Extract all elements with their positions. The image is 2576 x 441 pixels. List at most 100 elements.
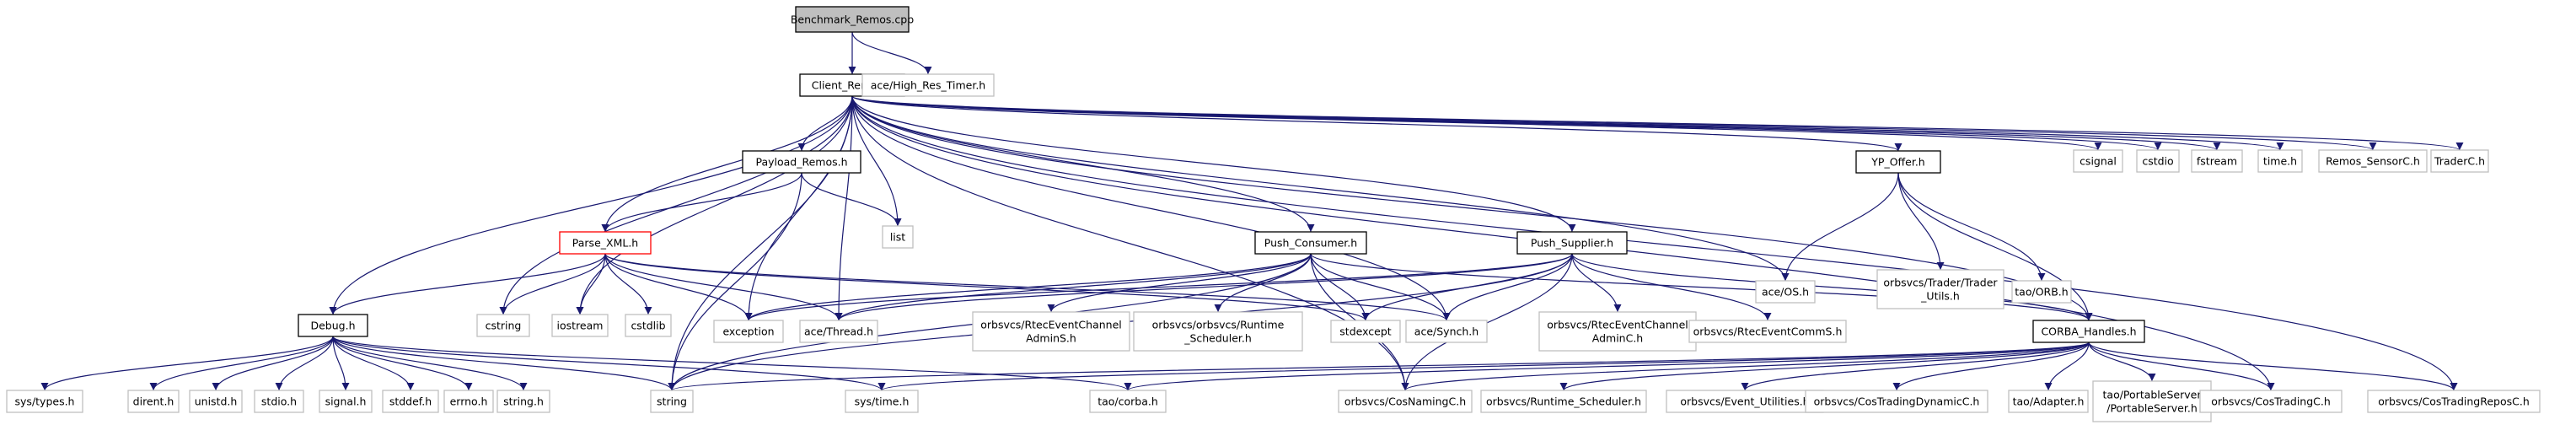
edge-debug-to-stddef bbox=[332, 336, 415, 391]
node-box bbox=[2430, 149, 2489, 173]
node-ypoffer[interactable]: YP_Offer.h bbox=[1855, 150, 1941, 174]
node-label: cstdio bbox=[2142, 155, 2173, 168]
node-sensorc[interactable]: Remos_SensorC.h bbox=[2318, 149, 2428, 173]
node-box bbox=[1338, 390, 1473, 413]
edge-corba-to-costradingdyn bbox=[1892, 342, 2090, 391]
node-box bbox=[882, 225, 914, 249]
edge-client-to-acesynch bbox=[851, 95, 1451, 321]
node-cstdio[interactable]: cstdio bbox=[2136, 149, 2180, 173]
node-label: orbsvcs/CosTradingReposC.h bbox=[2378, 395, 2530, 408]
node-label: sys/time.h bbox=[855, 395, 910, 408]
edge-client-to-string bbox=[668, 95, 853, 391]
node-stringh[interactable]: string.h bbox=[496, 390, 550, 413]
node-label: AdminC.h bbox=[1592, 332, 1643, 345]
edge-ypoffer-to-aceos bbox=[1781, 172, 1899, 282]
node-rteccomms[interactable]: orbsvcs/RtecEventCommS.h bbox=[1688, 320, 1847, 343]
node-label: stdexcept bbox=[1339, 325, 1391, 338]
node-cstring[interactable]: cstring bbox=[476, 314, 530, 337]
edge-pushsupp-to-cosnaming bbox=[1401, 253, 1573, 391]
node-list[interactable]: list bbox=[882, 225, 914, 249]
node-systime[interactable]: sys/time.h bbox=[845, 390, 919, 413]
node-dirent[interactable]: dirent.h bbox=[127, 390, 180, 413]
node-stddef[interactable]: stddef.h bbox=[382, 390, 439, 413]
edge-pushcons-to-corba bbox=[1310, 253, 2093, 321]
node-errno[interactable]: errno.h bbox=[443, 390, 494, 413]
node-unistd[interactable]: unistd.h bbox=[189, 390, 243, 413]
node-label: ace/OS.h bbox=[1762, 286, 1809, 298]
node-fstream[interactable]: fstream bbox=[2191, 149, 2243, 173]
edge-client-to-cstdio bbox=[851, 95, 2162, 151]
node-traderutils[interactable]: orbsvcs/Trader/Trader_Utils.h bbox=[1876, 269, 2004, 309]
node-label: iostream bbox=[557, 320, 604, 332]
node-label: Push_Supplier.h bbox=[1531, 237, 1613, 250]
node-box bbox=[1480, 390, 1647, 413]
edge-debug-to-systime bbox=[332, 336, 886, 391]
node-iostream[interactable]: iostream bbox=[551, 314, 609, 337]
node-csignal[interactable]: csignal bbox=[2073, 149, 2123, 173]
node-systypes[interactable]: sys/types.h bbox=[6, 390, 83, 413]
node-taoorb[interactable]: tao/ORB.h bbox=[2011, 280, 2072, 304]
node-label: sys/types.h bbox=[15, 395, 75, 408]
node-acethread[interactable]: ace/Thread.h bbox=[799, 320, 878, 343]
edge-pushsupp-to-rteccomms bbox=[1571, 253, 1772, 321]
node-pushcons[interactable]: Push_Consumer.h bbox=[1254, 231, 1367, 255]
edge-debug-to-stdioh bbox=[275, 336, 334, 391]
node-exception[interactable]: exception bbox=[713, 320, 784, 343]
edge-debug-to-stringh bbox=[332, 336, 528, 391]
node-signalh[interactable]: signal.h bbox=[319, 390, 373, 413]
edge-corba-to-portableserver bbox=[2088, 342, 2156, 382]
edge-ypoffer-to-corba bbox=[1897, 172, 2093, 321]
node-acesynch[interactable]: ace/Synch.h bbox=[1405, 320, 1488, 343]
edge-ypoffer-to-traderutils bbox=[1897, 172, 1945, 271]
node-hrtimer[interactable]: ace/High_Res_Timer.h bbox=[861, 73, 995, 97]
node-benchmark[interactable]: Benchmark_Remos.cpp bbox=[791, 6, 914, 33]
node-timeh[interactable]: time.h bbox=[2257, 149, 2303, 173]
node-payload[interactable]: Payload_Remos.h bbox=[742, 150, 861, 174]
node-eventutil[interactable]: orbsvcs/Event_Utilities.h bbox=[1666, 390, 1824, 413]
node-label: orbsvcs/CosNamingC.h bbox=[1344, 395, 1466, 408]
node-aceos[interactable]: ace/OS.h bbox=[1755, 280, 1816, 304]
node-costradingdyn[interactable]: orbsvcs/CosTradingDynamicC.h bbox=[1805, 390, 1988, 413]
node-label: tao/ORB.h bbox=[2015, 286, 2068, 298]
node-label: orbsvcs/RtecEventChannel bbox=[1547, 319, 1688, 331]
edge-debug-to-dirent bbox=[149, 336, 334, 391]
node-label: Push_Consumer.h bbox=[1264, 237, 1357, 250]
node-box bbox=[2011, 280, 2072, 304]
node-taocorba[interactable]: tao/corba.h bbox=[1089, 390, 1167, 413]
node-costradingc[interactable]: orbsvcs/CosTradingC.h bbox=[2199, 390, 2343, 413]
node-box bbox=[496, 390, 550, 413]
edge-debug-to-systypes bbox=[40, 336, 334, 391]
node-parsexml[interactable]: Parse_XML.h bbox=[559, 231, 652, 255]
node-label: string.h bbox=[503, 395, 544, 408]
edge-client-to-timeh bbox=[851, 95, 2284, 151]
node-orbruntime[interactable]: orbsvcs/Runtime_Scheduler.h bbox=[1480, 390, 1647, 413]
node-label: Benchmark_Remos.cpp bbox=[791, 13, 914, 26]
node-cstdlib[interactable]: cstdlib bbox=[625, 314, 672, 337]
node-costradingrepos[interactable]: orbsvcs/CosTradingReposC.h bbox=[2367, 390, 2541, 413]
node-pushsupp[interactable]: Push_Supplier.h bbox=[1516, 231, 1628, 255]
node-cosnaming[interactable]: orbsvcs/CosNamingC.h bbox=[1338, 390, 1473, 413]
edge-client-to-acethread bbox=[835, 95, 853, 321]
edge-client-to-sensorc bbox=[851, 95, 2376, 151]
node-portableserver[interactable]: tao/PortableServer/PortableServer.h bbox=[2092, 380, 2212, 422]
node-label: unistd.h bbox=[195, 395, 238, 408]
node-box bbox=[2367, 390, 2541, 413]
node-taoadapter[interactable]: tao/Adapter.h bbox=[2008, 390, 2089, 413]
edge-parsexml-to-stdexcept bbox=[604, 253, 1370, 321]
node-box bbox=[713, 320, 784, 343]
edge-client-to-traderc bbox=[851, 95, 2463, 151]
node-label: cstring bbox=[486, 320, 522, 332]
node-label: orbsvcs/Trader/Trader bbox=[1883, 277, 1998, 289]
edge-pushcons-to-stdexcept bbox=[1310, 253, 1370, 321]
node-stdexcept[interactable]: stdexcept bbox=[1330, 320, 1401, 343]
node-traderc[interactable]: TraderC.h bbox=[2430, 149, 2489, 173]
node-string[interactable]: string bbox=[650, 390, 694, 413]
node-stdioh[interactable]: stdio.h bbox=[254, 390, 304, 413]
node-debug[interactable]: Debug.h bbox=[298, 314, 368, 337]
node-label: orbsvcs/RtecEventCommS.h bbox=[1693, 325, 1843, 338]
edge-corba-to-costradingc bbox=[2088, 342, 2275, 391]
node-corba[interactable]: CORBA_Handles.h bbox=[2032, 320, 2145, 343]
node-runtimesched[interactable]: orbsvcs/orbsvcs/Runtime_Scheduler.h bbox=[1133, 311, 1303, 352]
